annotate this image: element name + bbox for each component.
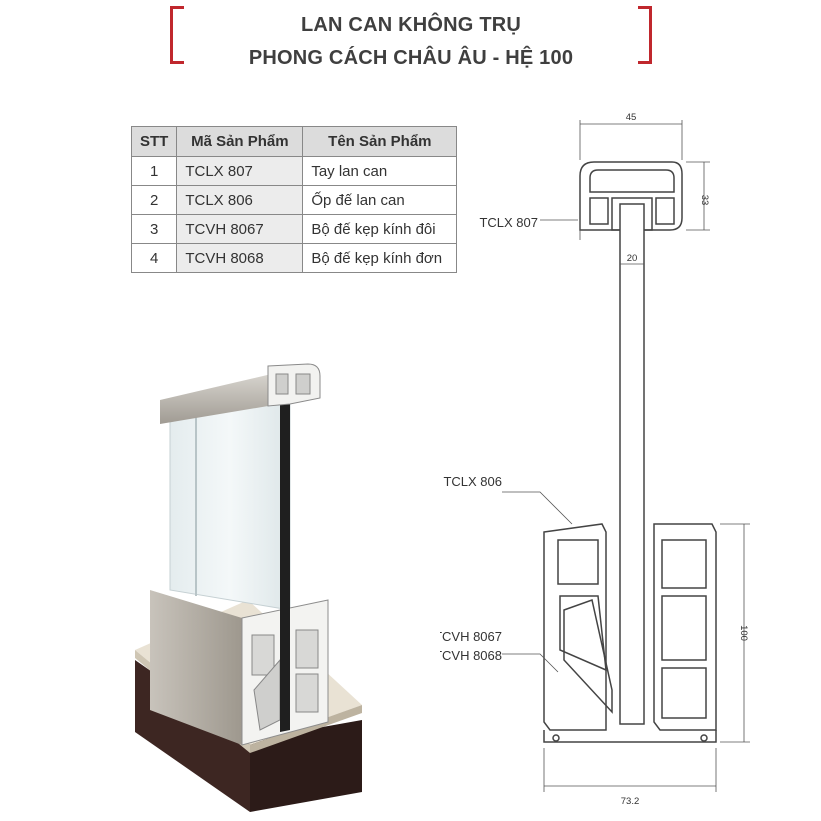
section-drawing: 45 33 20 100 73.2 TCLX 807 TCLX 806 TCVH… (440, 112, 750, 807)
title-bracket-left (170, 6, 184, 64)
table-cell: 3 (130, 214, 178, 244)
table-cell: Bộ đế kẹp kính đôi (302, 214, 458, 244)
callout-base-double: TCVH 8067 (440, 629, 502, 644)
callout-cover: TCLX 806 (443, 474, 502, 489)
base-profile-front (150, 590, 242, 745)
callout-handrail: TCLX 807 (479, 215, 538, 230)
page-title: LAN CAN KHÔNG TRỤ (300, 14, 522, 36)
title-bracket-right (638, 6, 652, 64)
table-cell: TCLX 807 (176, 156, 304, 186)
column-header: Mã Sản Phẩm (176, 126, 304, 157)
table-cell: 2 (130, 185, 178, 215)
base-left-section (543, 523, 607, 731)
table-cell: 1 (130, 156, 178, 186)
dim-base-width: 73.2 (621, 796, 640, 807)
table-row: 3 TCVH 8067 Bộ đế kẹp kính đôi (130, 214, 458, 244)
glass-panel (169, 389, 291, 611)
table-row: 2 TCLX 806 Ốp đế lan can (130, 185, 458, 215)
table-row: 4 TCVH 8068 Bộ đế kẹp kính đơn (130, 243, 458, 273)
column-header: STT (130, 126, 178, 157)
table-cell: TCLX 806 (176, 185, 304, 215)
dim-base-height: 100 (738, 625, 749, 641)
table-header-row: STT Mã Sản Phẩm Tên Sản Phẩm (130, 126, 458, 157)
table-cell: Bộ đế kẹp kính đơn (302, 243, 458, 273)
table-cell: Tay lan can (302, 156, 458, 186)
column-header: Tên Sản Phẩm (302, 126, 458, 157)
product-table: STT Mã Sản Phẩm Tên Sản Phẩm 1 TCLX 807 … (130, 126, 458, 273)
railing-3d-render (135, 363, 362, 812)
table-row: 1 TCLX 807 Tay lan can (130, 156, 458, 186)
dim-handrail-width: 45 (626, 112, 637, 123)
table-cell: TCVH 8068 (176, 243, 304, 273)
page-subtitle: PHONG CÁCH CHÂU ÂU - HỆ 100 (248, 47, 574, 69)
handrail-profile (160, 372, 280, 424)
glass-gasket (280, 402, 290, 732)
table-cell: TCVH 8067 (176, 214, 304, 244)
callout-base-single: TCVH 8068 (440, 648, 502, 663)
glass-section (619, 203, 645, 725)
dim-glass-width: 20 (627, 253, 638, 264)
table-cell: Ốp đế lan can (302, 185, 458, 215)
dim-handrail-height: 33 (699, 195, 710, 206)
table-cell: 4 (130, 243, 178, 273)
